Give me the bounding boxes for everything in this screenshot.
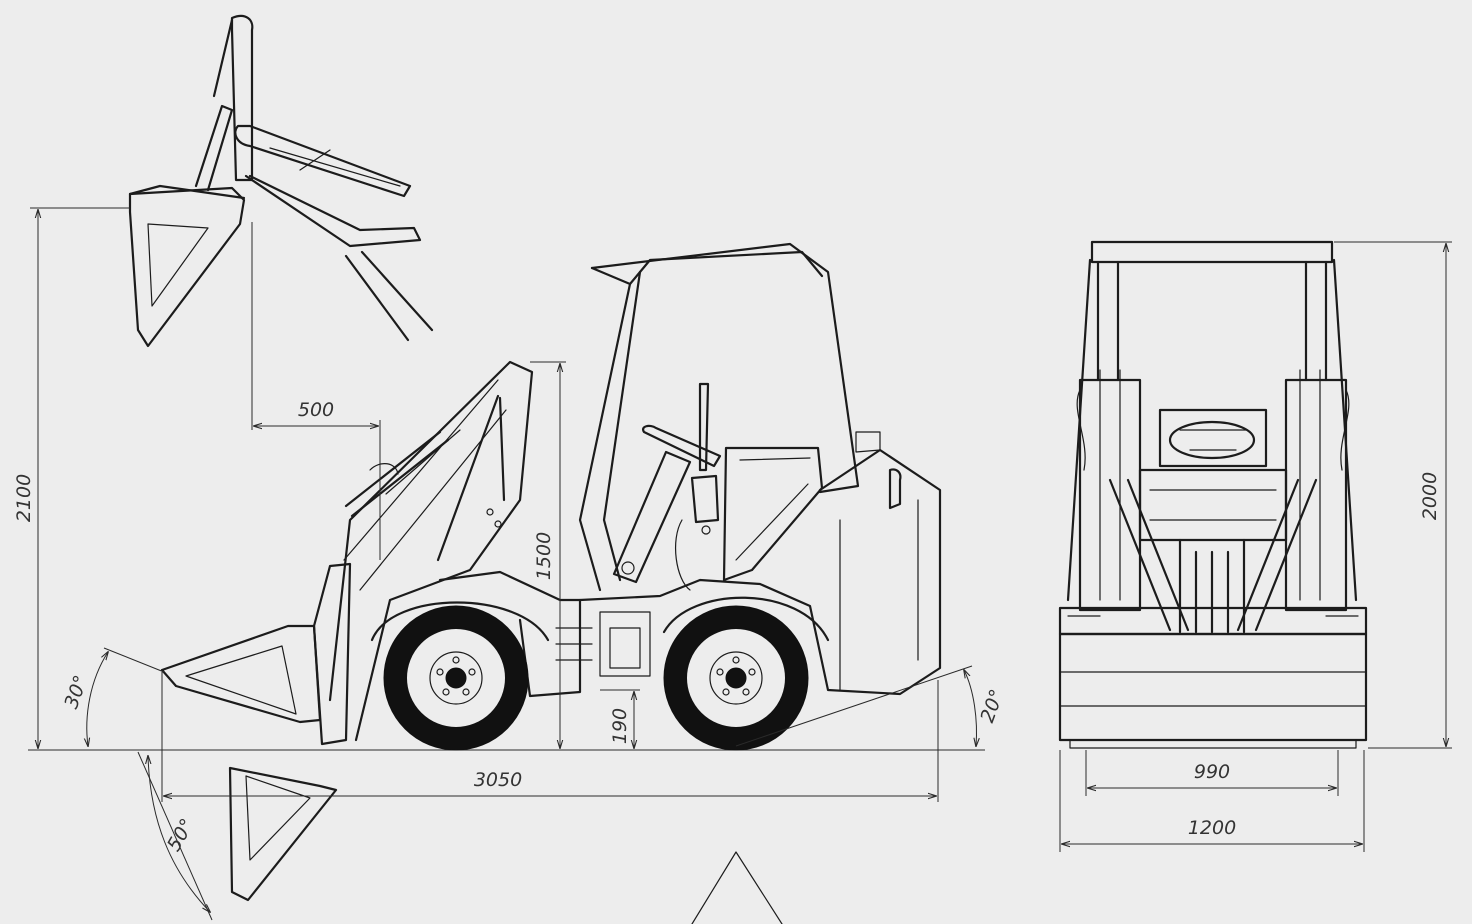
dim-pin-height: 1500	[533, 532, 555, 580]
dim-bucket-reach: 500	[298, 399, 334, 421]
rops-cab	[578, 242, 860, 592]
front-fender	[370, 601, 550, 642]
steering-column	[612, 382, 722, 591]
dim-front-height: 2000	[1419, 472, 1441, 520]
dim-roll-back-angle: 30°	[60, 672, 92, 711]
chassis	[438, 431, 942, 698]
dumped-bucket	[228, 766, 783, 924]
dim-track-width: 990	[1194, 761, 1230, 783]
rear-wheel	[663, 605, 809, 751]
front-view	[1058, 240, 1368, 749]
raised-bucket	[128, 14, 434, 348]
dim-departure-angle: 20°	[976, 686, 1008, 725]
front-wheel	[383, 605, 529, 751]
rear-fender	[662, 596, 830, 642]
dim-ground-clearance: 190	[609, 708, 631, 744]
side-view	[28, 14, 985, 924]
front-dimensions: 2000 990 1200	[1059, 241, 1452, 852]
front-bucket	[160, 562, 352, 746]
loader-arm	[328, 360, 534, 742]
dim-overall-length: 3050	[474, 769, 522, 791]
dim-overall-height: 2100	[13, 474, 35, 522]
dim-overall-width: 1200	[1188, 817, 1236, 839]
side-dimensions: 2100 500 1500 190 3050 30° 50° 20°	[13, 207, 1008, 921]
